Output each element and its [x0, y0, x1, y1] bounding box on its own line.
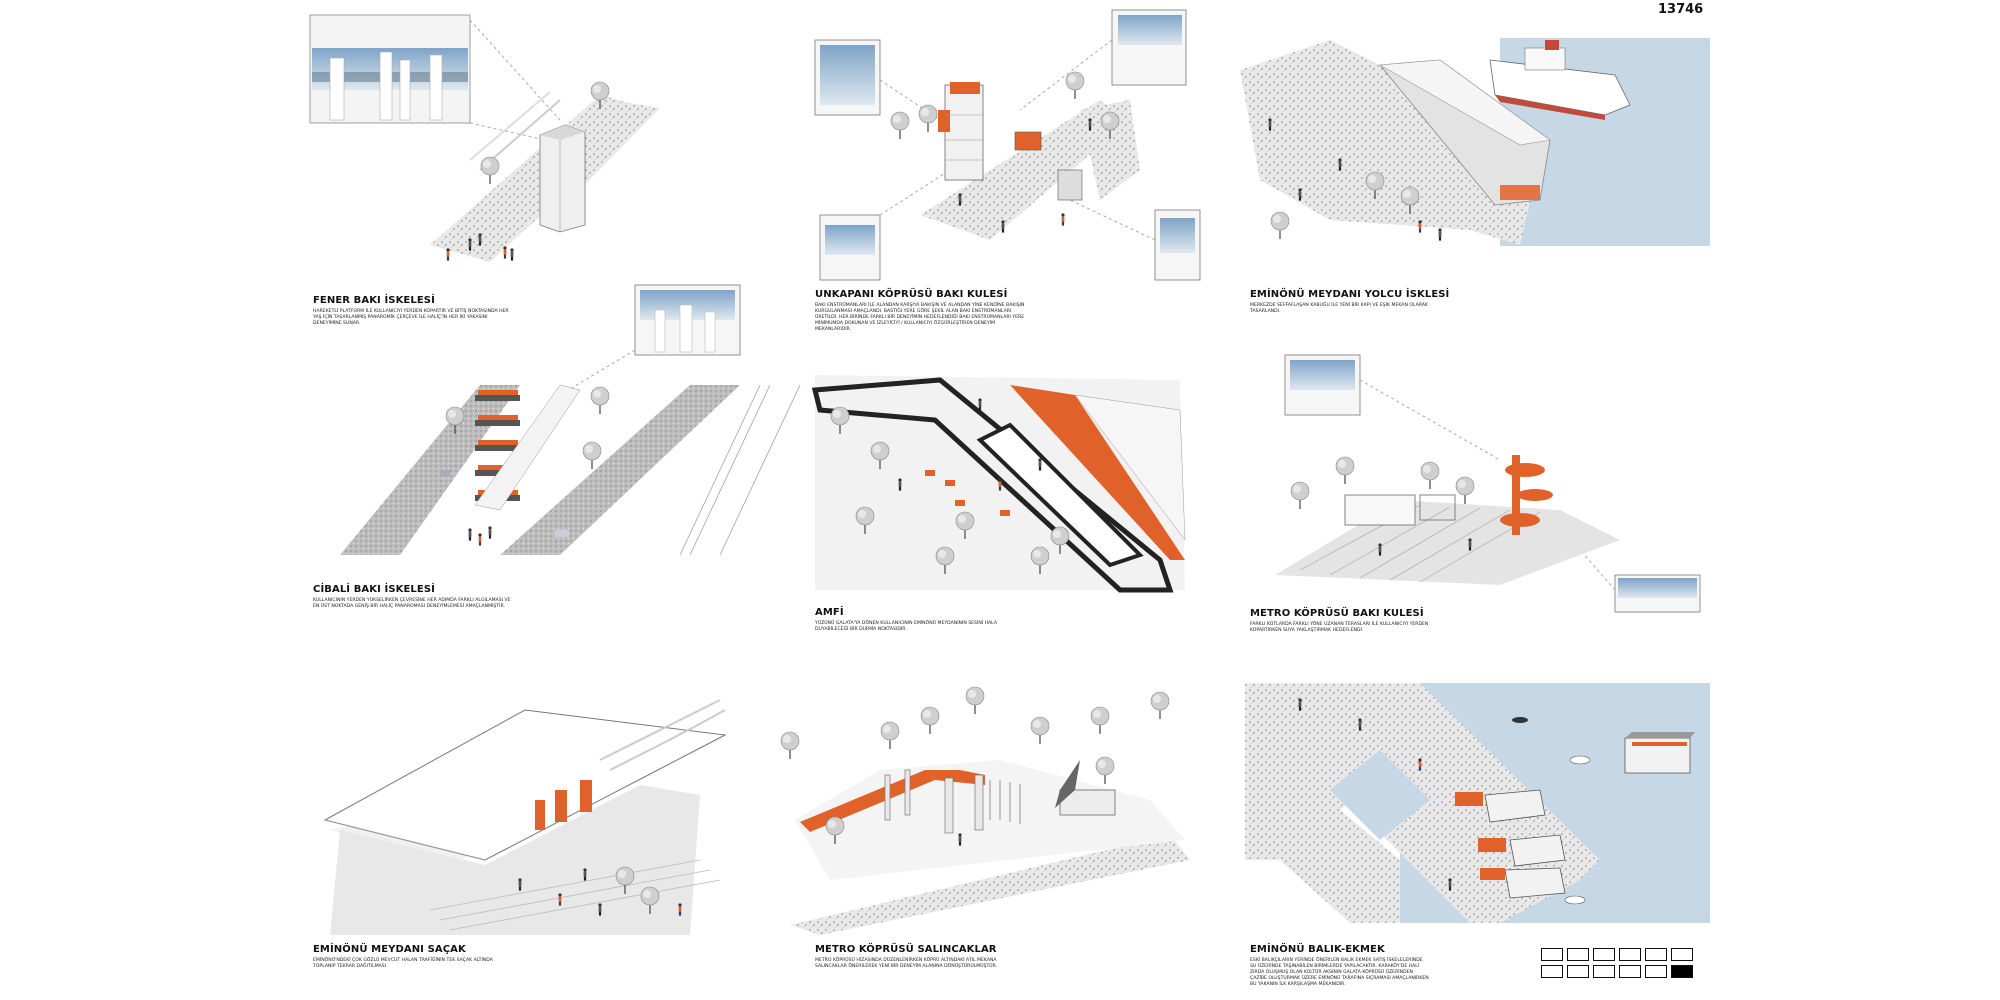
- sheet-index-cell: [1645, 965, 1667, 978]
- caption-fener: FENER BAKI İSKELESİ HAREKETLİ PLATFORM İ…: [313, 295, 513, 327]
- caption-text: EMİNÖNÜ'NDEKİ ÇOK GÖZLÜ MEVCUT HALAN TRA…: [313, 958, 493, 969]
- caption-text: ESKİ BALIKÇILARIN YERİNDE ÖNERİLEN BALIK…: [1250, 958, 1429, 987]
- caption-title: AMFİ: [815, 607, 844, 618]
- illustration-sacak: [323, 699, 727, 935]
- sheet-index-cell: [1671, 965, 1693, 978]
- caption-unkapani: UNKAPANI KÖPRÜSÜ BAKI KULESİ BAKI ENSTRÜ…: [815, 289, 1030, 333]
- illustration-unkapani: [814, 9, 1201, 281]
- caption-cibali: CİBALİ BAKI İSKELESİ KULLANICININ YERDEN…: [313, 584, 513, 610]
- caption-metro-kulesi: METRO KÖPRÜSÜ BAKI KULESİ FARKLI KOTLARD…: [1250, 608, 1450, 634]
- sheet-index-grid: [1541, 948, 1693, 978]
- caption-text: FARKLI KOTLARDA FARKLI YÖNE UZANAN TERAS…: [1250, 622, 1429, 633]
- caption-title: FENER BAKI İSKELESİ: [313, 295, 435, 306]
- sheet-index-cell: [1645, 948, 1667, 961]
- caption-title: EMİNÖNÜ BALIK-EKMEK: [1250, 944, 1385, 955]
- sheet-index-cell: [1593, 965, 1615, 978]
- sheet-index-cell: [1567, 965, 1589, 978]
- caption-title: EMİNÖNÜ MEYDANI YOLCU İSKLESİ: [1250, 289, 1450, 300]
- caption-text: BAKI ENSTRÜMANLARI İLE ALANDAN KARŞIYA B…: [815, 303, 1025, 332]
- illustration-salincaklar: [780, 686, 1190, 935]
- illustration-cibali: [340, 284, 801, 556]
- sheet-number: 13746: [1658, 2, 1704, 17]
- sheet-index-cell: [1541, 965, 1563, 978]
- caption-text: KULLANICININ YERDEN YÜKSELİRKEN ÇEVRESİN…: [313, 598, 511, 609]
- caption-yolcu-iskelesi: EMİNÖNÜ MEYDANI YOLCU İSKLESİ MERKEZDE S…: [1250, 289, 1450, 315]
- caption-amfi: AMFİ YÜZÜNÜ GALATA'YA DÖNEN KULLANICININ…: [815, 607, 1015, 633]
- sheet-index-cell: [1541, 948, 1563, 961]
- caption-text: YÜZÜNÜ GALATA'YA DÖNEN KULLANICININ EMİN…: [815, 621, 997, 632]
- sheet-index-cell: [1619, 965, 1641, 978]
- caption-title: CİBALİ BAKI İSKELESİ: [313, 584, 435, 595]
- caption-balik-ekmek: EMİNÖNÜ BALIK-EKMEK ESKİ BALIKÇILARIN YE…: [1250, 944, 1430, 988]
- illustration-balik-ekmek: [1245, 683, 1710, 923]
- caption-salincaklar: METRO KÖPRÜSÜ SALINCAKLAR METRO KÖPRÜSÜ …: [815, 944, 1015, 970]
- illustration-metro-kulesi: [1275, 354, 1701, 613]
- illustration-yolcu-iskelesi: [1240, 38, 1710, 246]
- caption-title: EMİNÖNÜ MEYDANI SAÇAK: [313, 944, 466, 955]
- illustration-fener: [309, 14, 660, 262]
- sheet-index-cell: [1619, 948, 1641, 961]
- illustration-amfi: [811, 375, 1186, 593]
- caption-title: METRO KÖPRÜSÜ BAKI KULESİ: [1250, 608, 1424, 619]
- caption-text: MERKEZDE SEFFAFLAŞAN KABUĞU İLE YENİ BİR…: [1250, 303, 1428, 314]
- sheet-index-cell: [1567, 948, 1589, 961]
- caption-text: HAREKETLİ PLATFORM İLE KULLANICIYI YERDE…: [313, 309, 509, 326]
- caption-title: METRO KÖPRÜSÜ SALINCAKLAR: [815, 944, 997, 955]
- sheet-index-cell: [1593, 948, 1615, 961]
- sheet-index-cell: [1671, 948, 1693, 961]
- caption-text: METRO KÖPRÜSÜ HİZASINDA DÜZENLENİRKEN KÖ…: [815, 958, 998, 969]
- caption-title: UNKAPANI KÖPRÜSÜ BAKI KULESİ: [815, 289, 1008, 300]
- caption-sacak: EMİNÖNÜ MEYDANI SAÇAK EMİNÖNÜ'NDEKİ ÇOK …: [313, 944, 513, 970]
